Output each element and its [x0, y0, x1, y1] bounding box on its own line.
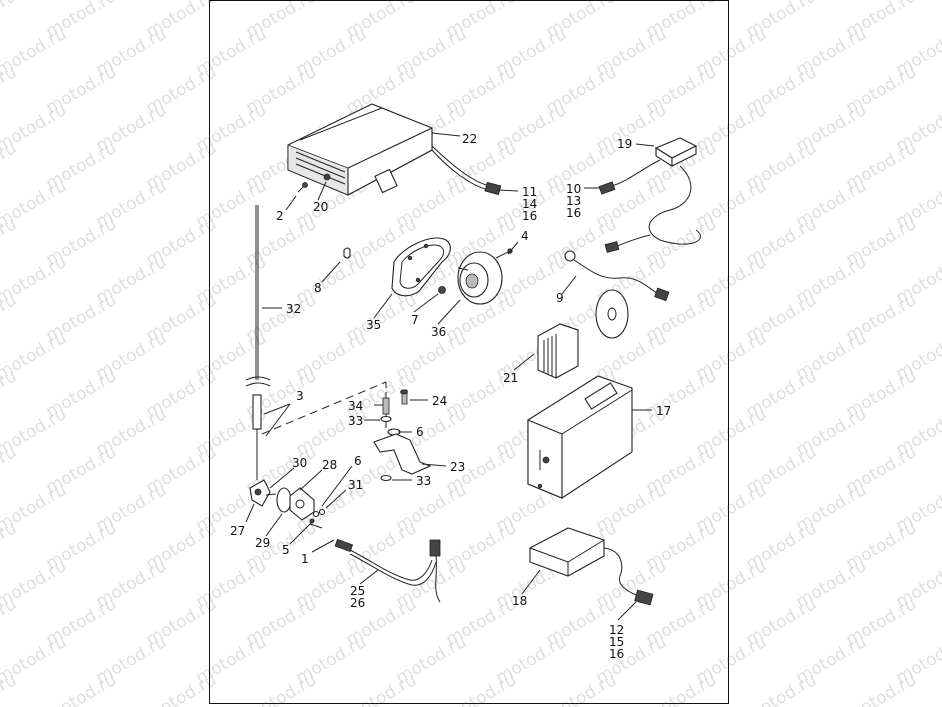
nut-part-7 [438, 286, 446, 294]
callout-20: 20 [313, 200, 328, 214]
callout-34: 34 [348, 399, 363, 413]
antenna-cable-part-25 [334, 538, 441, 603]
callout-24: 24 [432, 394, 447, 408]
callout-33-lower: 33 [416, 474, 431, 488]
callout-3: 3 [296, 389, 304, 403]
callout-19: 19 [617, 137, 632, 151]
callout-32: 32 [286, 302, 301, 316]
speaker-part-36 [457, 251, 503, 305]
callout-4: 4 [521, 229, 529, 243]
callout-28: 28 [322, 458, 337, 472]
cd-cartridge-part-21 [537, 323, 579, 379]
callout-7: 7 [411, 313, 419, 327]
leader-lines-part-3 [263, 403, 291, 437]
callout-9: 9 [556, 291, 564, 305]
callout-27: 27 [230, 524, 245, 538]
callout-1: 1 [301, 552, 309, 566]
callout-35: 35 [366, 318, 381, 332]
callout-17: 17 [656, 404, 671, 418]
clip-part-8 [343, 247, 351, 259]
screw-part-2 [297, 182, 308, 193]
callout-18: 18 [512, 594, 527, 608]
callout-2: 2 [276, 209, 284, 223]
cd-changer-part-17 [527, 375, 633, 499]
bracket-part-35 [391, 237, 451, 297]
callout-8: 8 [314, 281, 322, 295]
adapter-module-part [598, 137, 702, 253]
callout-21: 21 [503, 371, 518, 385]
screw-part-4 [495, 248, 513, 259]
callout-33-upper: 33 [348, 414, 363, 428]
control-module-part-18 [529, 527, 654, 606]
callout-30: 30 [292, 456, 307, 470]
diagram-frame [209, 0, 729, 704]
callout-leaders [245, 132, 655, 621]
cd-disc-part [595, 289, 629, 339]
callout-29: 29 [255, 536, 270, 550]
antenna-base-assembly [249, 479, 326, 529]
callout-5: 5 [282, 543, 290, 557]
antenna-mast-part-32 [245, 205, 271, 480]
mount-hardware [373, 389, 432, 482]
callout-36: 36 [431, 325, 446, 339]
callout-23: 23 [450, 460, 465, 474]
antenna-cable-part-9 [564, 250, 670, 302]
callout-6-lower: 6 [354, 454, 362, 468]
callout-31: 31 [348, 478, 363, 492]
radio-unit-part [287, 103, 502, 196]
callout-22: 22 [462, 132, 477, 146]
callout-6-upper: 6 [416, 425, 424, 439]
